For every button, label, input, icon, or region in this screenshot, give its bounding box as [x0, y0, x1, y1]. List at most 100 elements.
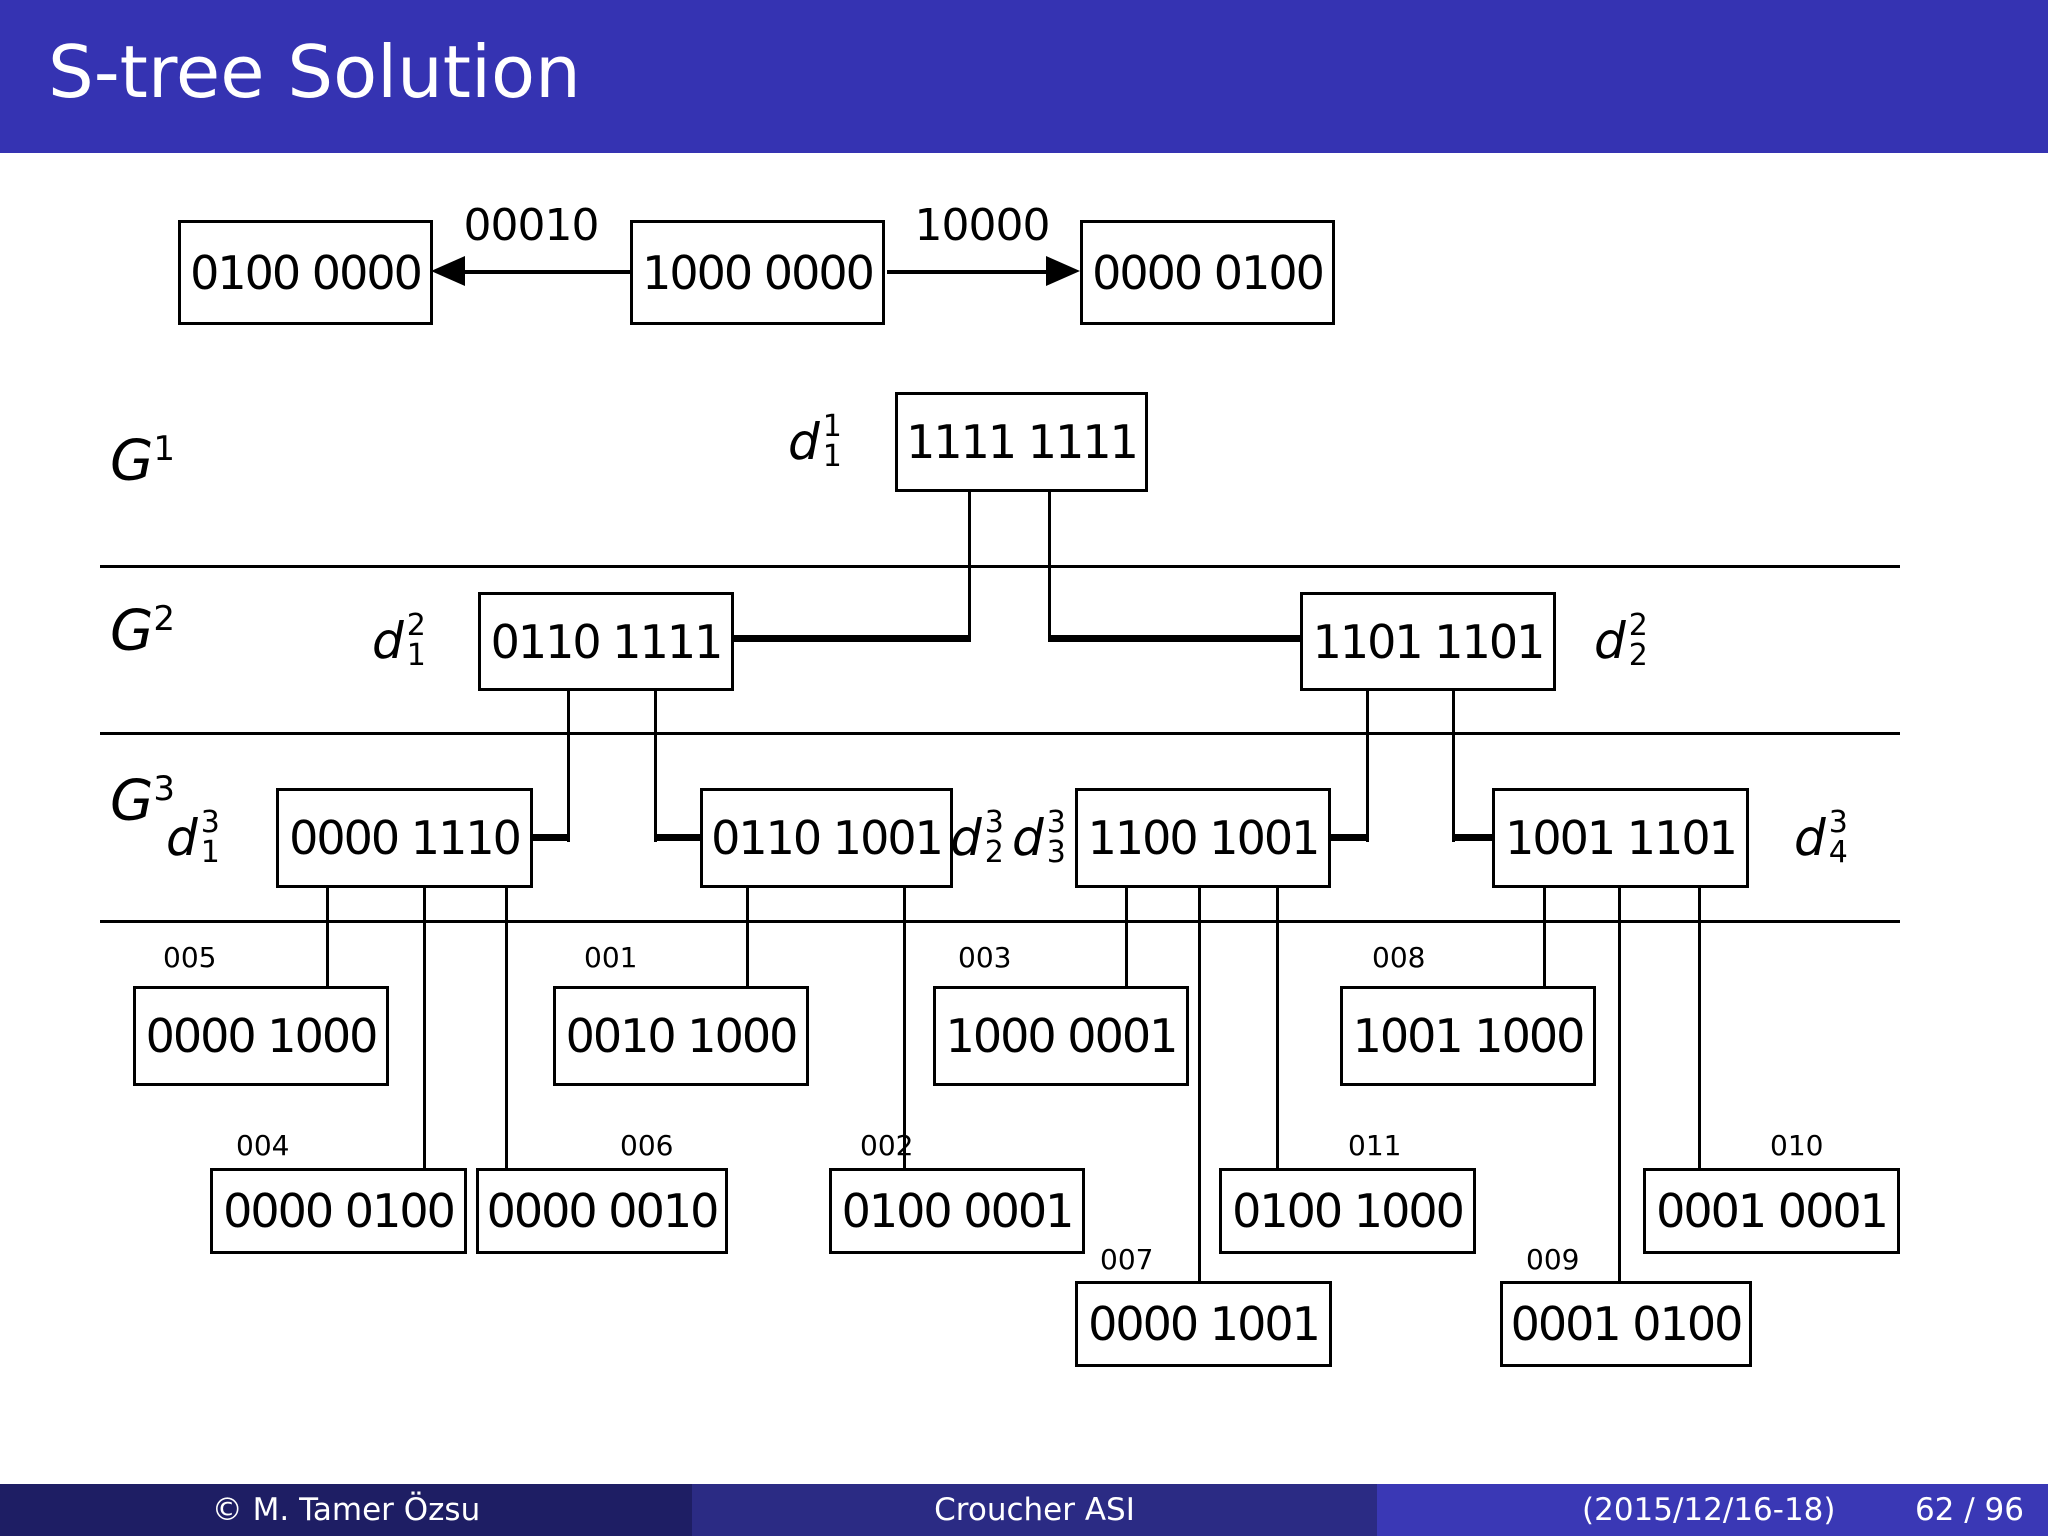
d-label-g3-1-sub: 1 — [200, 835, 220, 870]
level-divider-g2-g3 — [100, 732, 1900, 735]
d-label-g2-2-sub: 2 — [1628, 638, 1648, 673]
slide-footer-bar: © M. Tamer Özsu Croucher ASI (2015/12/16… — [0, 1484, 2048, 1536]
leaf-id-label: 004 — [236, 1129, 290, 1162]
tree-edge — [1618, 888, 1621, 1281]
g3-node-box-3: 1100 1001 — [1075, 788, 1331, 888]
leaf-box-011: 0100 1000 — [1219, 1168, 1476, 1254]
leaf-box-008: 1001 1000 — [1340, 986, 1596, 1086]
footer-author: © M. Tamer Özsu — [0, 1484, 692, 1536]
d-label-g2-2-base: d — [1594, 612, 1626, 670]
footer-date: (2015/12/16-18) — [1582, 1492, 1836, 1528]
d-label-root-sub: 1 — [822, 439, 842, 474]
leaf-box-009: 0001 0100 — [1500, 1281, 1752, 1367]
leaf-id-label: 008 — [1372, 941, 1426, 974]
tree-edge — [903, 888, 906, 1168]
tree-edge — [654, 691, 657, 842]
g3-node-box-2: 0110 1001 — [700, 788, 953, 888]
page-title: S-tree Solution — [48, 30, 581, 114]
d-label-g3-1-base: d — [166, 809, 198, 867]
tree-edge — [1276, 888, 1279, 1168]
left-arrow-head-icon — [431, 256, 465, 286]
tree-edge — [1125, 888, 1128, 986]
level-label-g1: G1 — [110, 432, 175, 490]
level-label-g2-base: G — [110, 598, 154, 664]
left-arrow-label: 00010 — [463, 200, 600, 251]
d-label-root-base: d — [788, 413, 820, 471]
g3-node-box-1: 0000 1110 — [276, 788, 533, 888]
d-label-g2-1-base: d — [372, 612, 404, 670]
leaf-box-005: 0000 1000 — [133, 986, 389, 1086]
d-label-root-sup: 1 — [822, 409, 842, 444]
leaf-id-label: 003 — [958, 941, 1012, 974]
level-label-g2: G2 — [110, 602, 175, 660]
right-arrow-label: 10000 — [914, 200, 1051, 251]
leaf-id-label: 001 — [584, 941, 638, 974]
tree-edge — [1198, 888, 1201, 1281]
leaf-box-006: 0000 0010 — [476, 1168, 728, 1254]
tree-edge — [733, 635, 971, 642]
sibling-box-right: 0000 0100 — [1080, 220, 1335, 325]
level-label-g3-sup: 3 — [153, 769, 176, 809]
tree-edge — [505, 888, 508, 1168]
tree-edge — [326, 888, 329, 986]
footer-venue: Croucher ASI — [692, 1484, 1377, 1536]
sibling-box-left: 0100 0000 — [178, 220, 433, 325]
tree-edge — [1698, 888, 1701, 1168]
tree-edge — [746, 888, 749, 986]
d-label-g3-4-sub: 4 — [1828, 835, 1848, 870]
level-label-g2-sup: 2 — [153, 599, 176, 639]
d-label-g3-1-sup: 3 — [200, 805, 220, 840]
leaf-id-label: 006 — [620, 1129, 674, 1162]
tree-edge — [567, 691, 570, 842]
level-label-g3-base: G — [110, 768, 154, 834]
tree-edge — [654, 834, 700, 841]
g2-node-box-2: 1101 1101 — [1300, 592, 1556, 691]
leaf-box-002: 0100 0001 — [829, 1168, 1085, 1254]
g3-node-box-4: 1001 1101 — [1492, 788, 1749, 888]
leaf-id-label: 005 — [163, 941, 217, 974]
tree-edge — [968, 492, 971, 642]
tree-edge — [1331, 834, 1369, 841]
slide-header-bar: S-tree Solution — [0, 0, 2048, 153]
leaf-id-label: 011 — [1348, 1129, 1402, 1162]
d-label-g3-2-sub: 2 — [984, 835, 1004, 870]
tree-edge — [1543, 888, 1546, 986]
leaf-box-004: 0000 0100 — [210, 1168, 467, 1254]
d-label-g3-3-base: d — [1012, 809, 1044, 867]
sibling-box-center: 1000 0000 — [630, 220, 885, 325]
tree-edge — [1048, 492, 1051, 642]
level-label-g1-sup: 1 — [153, 429, 176, 469]
footer-right-section: (2015/12/16-18) 62 / 96 — [1377, 1484, 2048, 1536]
d-label-g3-3-sub: 3 — [1046, 835, 1066, 870]
level-label-g3: G3 — [110, 772, 175, 830]
d-label-g3-2-sup: 3 — [984, 805, 1004, 840]
leaf-id-label: 010 — [1770, 1129, 1824, 1162]
leaf-box-010: 0001 0001 — [1643, 1168, 1900, 1254]
tree-edge — [530, 834, 570, 841]
d-label-g2-1-sub: 1 — [406, 638, 426, 673]
leaf-id-label: 007 — [1100, 1243, 1154, 1276]
footer-page-number: 62 / 96 — [1914, 1492, 2024, 1528]
right-arrow-line — [887, 270, 1048, 274]
d-label-g3-4-sup: 3 — [1828, 805, 1848, 840]
right-arrow-head-icon — [1046, 256, 1080, 286]
d-label-g2-2-sup: 2 — [1628, 608, 1648, 643]
level-label-g1-base: G — [110, 428, 154, 494]
level-divider-g1-g2 — [100, 565, 1900, 568]
leaf-box-007: 0000 1001 — [1075, 1281, 1332, 1367]
leaf-id-label: 009 — [1526, 1243, 1580, 1276]
tree-edge — [1452, 691, 1455, 842]
leaf-id-label: 002 — [860, 1129, 914, 1162]
level-divider-g3-leaves — [100, 920, 1900, 923]
root-node-box: 1111 1111 — [895, 392, 1148, 492]
tree-edge — [1366, 691, 1369, 842]
tree-edge — [1048, 635, 1300, 642]
d-label-g3-2-base: d — [950, 809, 982, 867]
